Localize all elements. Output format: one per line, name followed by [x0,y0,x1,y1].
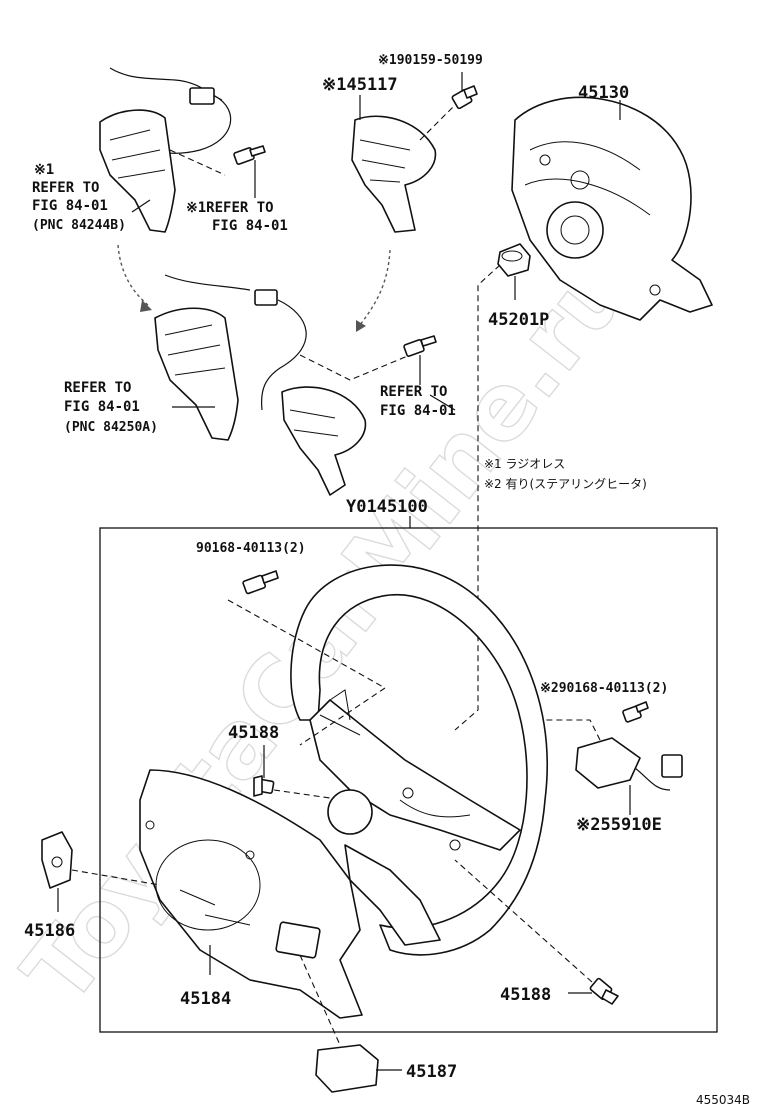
ref-top-mid-line1: ※1REFER TO [186,200,274,216]
part-45201P-nut [497,243,531,300]
part-number-90168-40113-heater: ※290168-40113(2) [540,681,668,696]
assembly-label: Y0145100 [346,497,428,517]
part-45187-cap [315,1044,402,1093]
part-45186-clip [41,831,161,912]
part-number-45188-lower: 45188 [500,985,551,1005]
screw-45188-lower [454,859,619,1005]
ref-top-left-line3: (PNC 84244B) [32,218,126,233]
bolt-90168-left [242,570,279,595]
diagram-code: 455034B [696,1093,750,1107]
part-number-45117: ※145117 [322,75,398,95]
note-1: ※1 ラジオレス [484,457,565,471]
ref-mid-left-line1: REFER TO [64,380,131,396]
part-45184-rear-cover [139,769,363,1046]
bolt-middle-right [403,335,437,385]
ref-mid-right-line1: REFER TO [380,384,447,400]
part-number-45184: 45184 [180,989,231,1009]
part-45130-airbag [511,96,713,321]
switch-cover-middle [281,354,411,496]
ref-mid-right-line2: FIG 84-01 [380,403,456,419]
screw-top [451,72,478,110]
dash-45201P-to-wheel [454,264,501,731]
part-number-45188-upper: 45188 [228,723,279,743]
part-55910E-heater-unit [545,701,683,815]
ref-mid-left-line3: (PNC 84250A) [64,420,158,435]
ref-top-left-line1: REFER TO [32,180,99,196]
part-number-90159-50199: ※190159-50199 [378,53,483,68]
part-number-45186: 45186 [24,921,75,941]
ref-top-left-line2: FIG 84-01 [32,198,108,214]
ref-top-mid-line2: FIG 84-01 [212,218,288,234]
part-number-45201P: 45201P [488,310,549,330]
assembly-box [99,527,718,1033]
steering-wheel [227,564,548,956]
part-45117-switch [351,95,456,233]
part-number-55910E: ※255910E [576,815,662,835]
ref-mid-left-line2: FIG 84-01 [64,399,140,415]
ref-top-left-mark: ※1 [34,162,54,178]
switch-assembly-middle-left [154,274,307,441]
part-number-45187: 45187 [406,1062,457,1082]
screw-45188-upper [253,745,331,799]
note-2: ※2 有り(ステアリングヒータ) [484,477,647,491]
bolt-upper-left [233,145,266,198]
part-number-90168-40113: 90168-40113(2) [196,541,306,556]
part-number-45130: 45130 [578,83,629,103]
switch-assembly-upper-left [99,67,232,233]
